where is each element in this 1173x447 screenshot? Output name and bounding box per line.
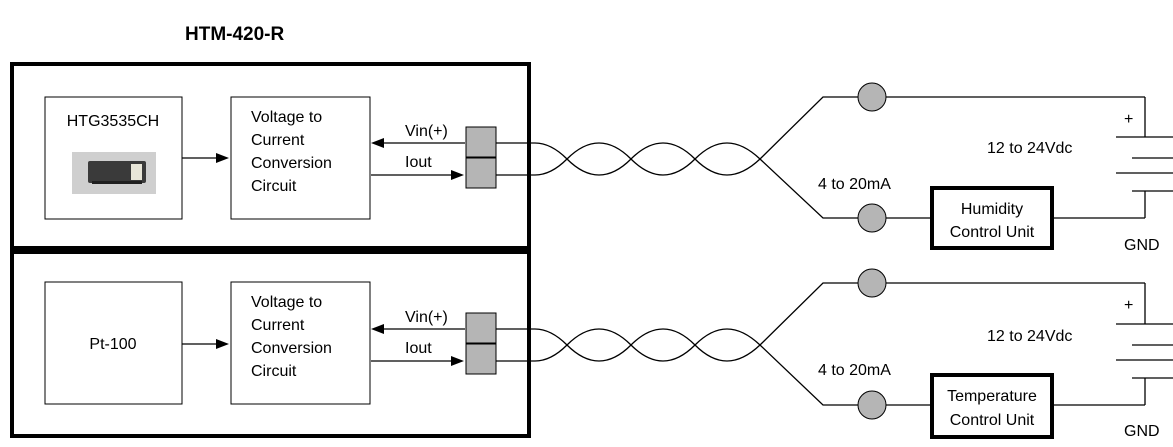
twisted-pair-wire-b xyxy=(496,328,859,406)
sensor-label: HTG3535CH xyxy=(67,113,159,130)
vin-arrowhead xyxy=(371,324,384,334)
converter-line-2: Current xyxy=(251,317,305,334)
control-unit-line-2: Control Unit xyxy=(950,224,1035,241)
temperature-control-unit xyxy=(930,373,1054,439)
sensor-label: Pt-100 xyxy=(89,336,136,353)
converter-line-1: Voltage to xyxy=(251,294,322,311)
humidity-sensor-image xyxy=(72,152,156,194)
ground-label: GND xyxy=(1124,423,1160,440)
battery-symbol xyxy=(1116,323,1173,379)
twisted-pair-wire-b xyxy=(496,142,859,219)
converter-line-3: Conversion xyxy=(251,155,332,172)
terminal-vin xyxy=(465,312,497,344)
converter-box xyxy=(230,281,371,405)
control-unit-line-2: Control Unit xyxy=(950,412,1035,429)
ground-label: GND xyxy=(1124,237,1160,254)
terminal-iout xyxy=(465,343,497,375)
battery-symbol xyxy=(1116,136,1173,192)
current-range-label: 4 to 20mA xyxy=(818,362,891,379)
plus-label: + xyxy=(1124,297,1133,314)
module-enclosure xyxy=(10,62,531,250)
vin-label: Vin(+) xyxy=(405,309,448,326)
channel-temperature: Pt-100 Voltage to Current Conversion Cir… xyxy=(10,250,1173,440)
terminal-iout xyxy=(465,157,497,189)
device-title: HTM-420-R xyxy=(185,24,285,45)
converter-line-4: Circuit xyxy=(251,178,297,195)
converter-line-4: Circuit xyxy=(251,363,297,380)
sensor-box xyxy=(44,96,183,220)
iout-label: Iout xyxy=(405,340,432,357)
vin-label: Vin(+) xyxy=(405,123,448,140)
converter-box xyxy=(230,96,371,220)
terminal-vin xyxy=(465,126,497,158)
terminal-positive xyxy=(857,268,887,298)
supply-voltage-label: 12 to 24Vdc xyxy=(987,328,1072,345)
channel-humidity: HTG3535CH Voltage to Current Conversion … xyxy=(10,62,1173,254)
twisted-pair-wire-a xyxy=(496,96,859,176)
converter-line-3: Conversion xyxy=(251,340,332,357)
sensor-box xyxy=(44,281,183,405)
converter-line-1: Voltage to xyxy=(251,109,322,126)
current-range-label: 4 to 20mA xyxy=(818,176,891,193)
signal-arrowhead xyxy=(216,339,229,349)
humidity-control-unit xyxy=(930,186,1054,250)
control-unit-line-1: Humidity xyxy=(961,201,1023,218)
control-unit-line-1: Temperature xyxy=(947,388,1037,405)
terminal-signal xyxy=(857,390,887,420)
iout-label: Iout xyxy=(405,154,432,171)
vin-arrowhead xyxy=(371,138,384,148)
module-enclosure xyxy=(10,250,531,438)
supply-voltage-label: 12 to 24Vdc xyxy=(987,140,1072,157)
terminal-signal xyxy=(857,203,887,233)
plus-label: + xyxy=(1124,111,1133,128)
iout-arrowhead xyxy=(451,170,464,180)
converter-line-2: Current xyxy=(251,132,305,149)
twisted-pair-wire-a xyxy=(496,282,859,362)
iout-arrowhead xyxy=(451,356,464,366)
terminal-positive xyxy=(857,82,887,112)
signal-arrowhead xyxy=(216,153,229,163)
